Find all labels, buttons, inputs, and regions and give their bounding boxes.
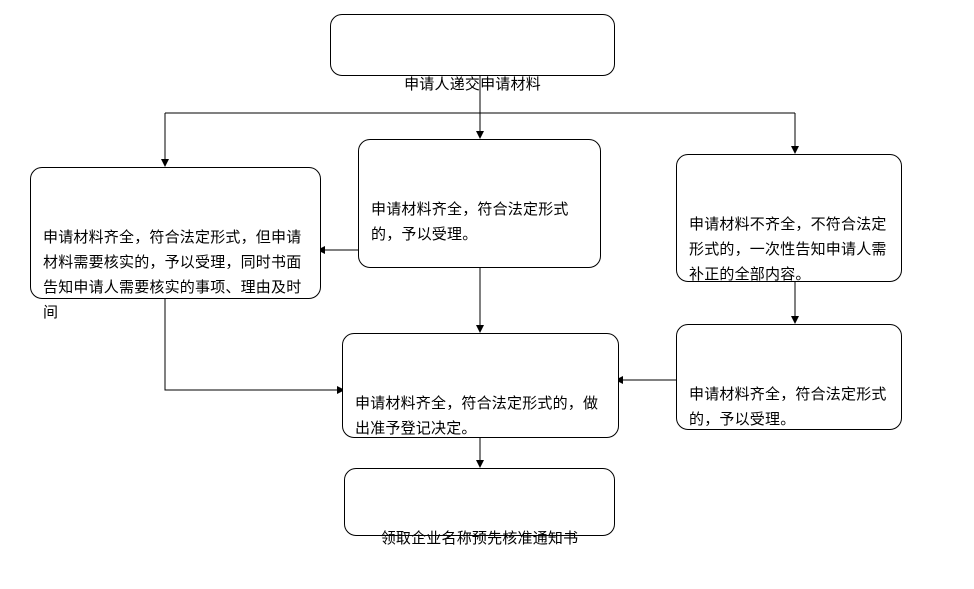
node-complete-accept[interactable]: 申请材料齐全，符合法定形式的，予以受理。 <box>358 139 601 268</box>
node-complete-needs-verification-label: 申请材料齐全，符合法定形式，但申请材料需要核实的，予以受理，同时书面告知申请人需… <box>43 229 302 321</box>
node-complete-accept-2-label: 申请材料齐全，符合法定形式的，予以受理。 <box>689 386 887 428</box>
node-receive-notice[interactable]: 领取企业名称预先核准通知书 <box>344 468 615 547</box>
node-grant-registration-label: 申请材料齐全，符合法定形式的，做出准予登记决定。 <box>355 395 599 437</box>
node-submit-application[interactable]: 申请人递交申请材料 <box>330 14 615 93</box>
node-receive-notice-label: 领取企业名称预先核准通知书 <box>380 530 579 547</box>
node-incomplete-notify[interactable]: 申请材料不齐全，不符合法定形式的，一次性告知申请人需补正的全部内容。 <box>676 154 902 283</box>
node-grant-registration[interactable]: 申请材料齐全，符合法定形式的，做出准予登记决定。 <box>342 333 619 438</box>
node-complete-needs-verification[interactable]: 申请材料齐全，符合法定形式，但申请材料需要核实的，予以受理，同时书面告知申请人需… <box>30 167 321 321</box>
node-submit-application-label: 申请人递交申请材料 <box>404 76 541 93</box>
node-complete-accept-2[interactable]: 申请材料齐全，符合法定形式的，予以受理。 <box>676 324 902 430</box>
node-complete-accept-label: 申请材料齐全，符合法定形式的，予以受理。 <box>371 201 569 243</box>
node-incomplete-notify-label: 申请材料不齐全，不符合法定形式的，一次性告知申请人需补正的全部内容。 <box>689 216 887 283</box>
